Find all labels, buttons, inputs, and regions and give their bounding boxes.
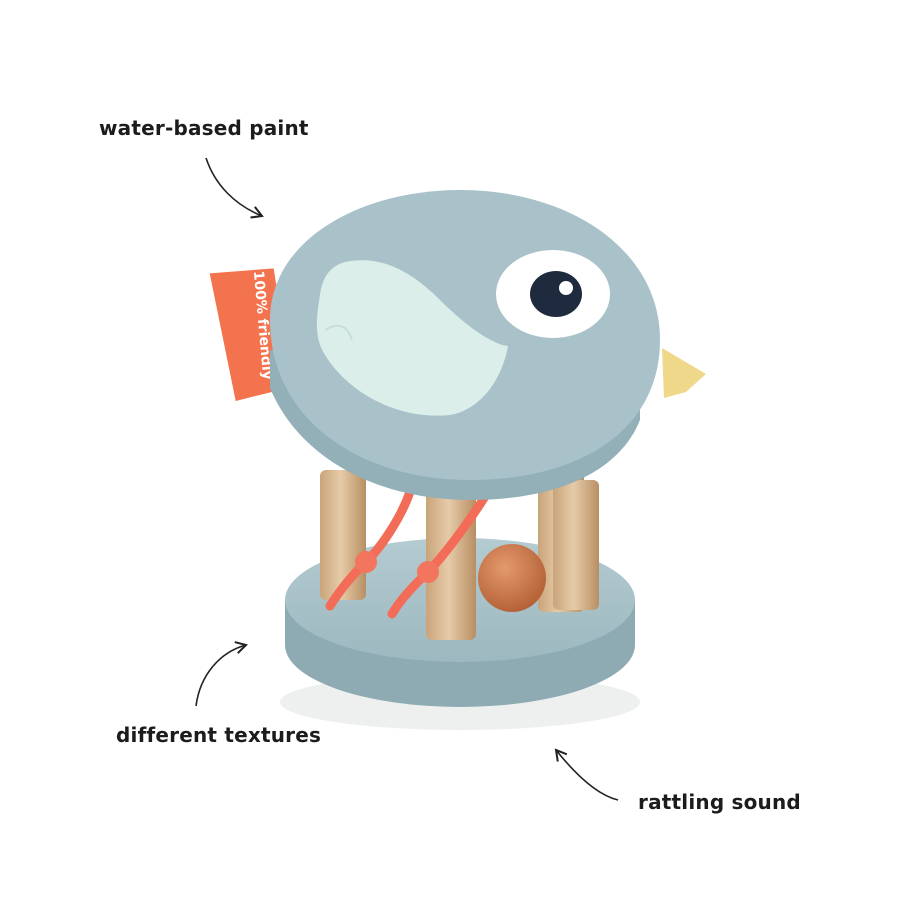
arrow-to-textures xyxy=(195,641,248,707)
rattle-top-disc xyxy=(270,190,660,480)
cord-knot xyxy=(355,551,377,573)
cord-knot xyxy=(417,561,439,583)
annotation-rattling-sound: rattling sound xyxy=(638,790,801,814)
arrow-to-paint xyxy=(205,157,264,219)
annotation-different-textures: different textures xyxy=(116,723,322,747)
arrow-to-sound xyxy=(554,748,619,801)
bird-wing xyxy=(316,260,508,416)
rattle-bead xyxy=(478,544,546,612)
annotation-water-based-paint: water-based paint xyxy=(99,116,309,140)
bird-pupil xyxy=(530,271,582,317)
bird-beak xyxy=(662,348,706,398)
wooden-post xyxy=(553,480,599,610)
